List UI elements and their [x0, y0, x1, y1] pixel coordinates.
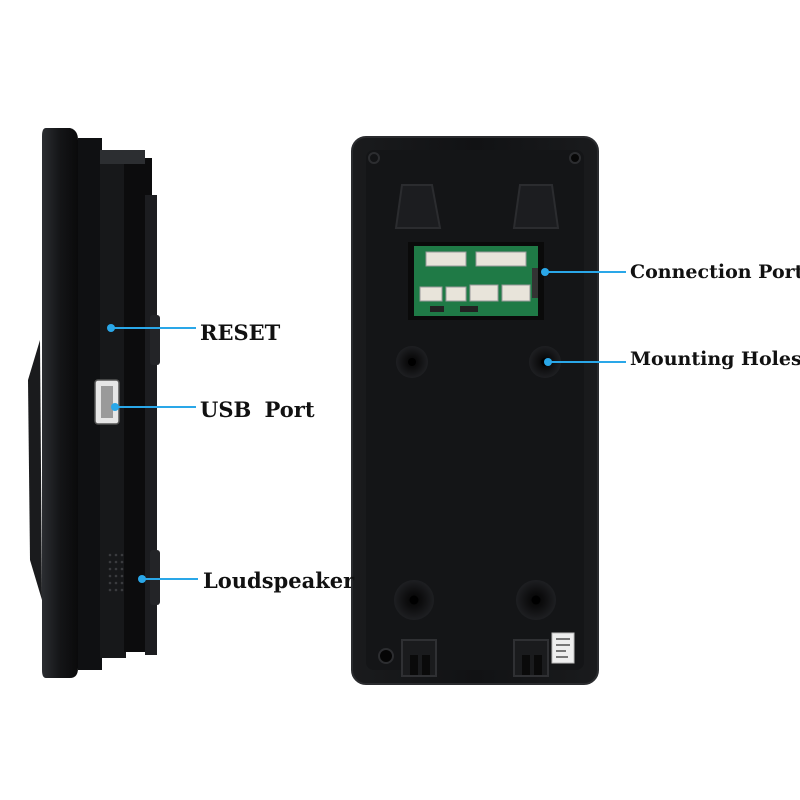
usb-port-tongue: [101, 386, 113, 418]
top-hook-right: [512, 184, 560, 229]
loudspeaker-dot: [138, 575, 146, 583]
device-side-view: [28, 128, 160, 678]
connection-port-label: Connection Port: [630, 261, 800, 283]
connector-blocks: [419, 251, 538, 312]
loudspeaker-label: Loudspeaker: [203, 568, 355, 593]
side-lower-bump: [150, 550, 160, 605]
top-hook-left: [394, 184, 442, 229]
connection-dot: [541, 268, 549, 276]
callout-lines: [111, 271, 626, 580]
device-back-view: [351, 136, 599, 685]
usb-dot: [111, 403, 119, 411]
usb-port-label: USB Port: [200, 397, 315, 422]
bottom-clip-left: [401, 639, 437, 677]
side-bottom-wedge: [28, 340, 42, 600]
serial-sticker: [551, 632, 575, 664]
side-upper-bump: [150, 315, 160, 365]
screw-top-left: [368, 152, 380, 164]
side-top-lip: [100, 150, 145, 164]
side-front-plate: [42, 128, 78, 678]
reset-label: RESET: [200, 320, 281, 345]
screw-bottom-left: [378, 648, 394, 664]
mounting-dot: [544, 358, 552, 366]
reset-dot: [107, 324, 115, 332]
loudspeaker-grille: [108, 553, 124, 592]
mounting-holes-label: Mounting Holes: [630, 348, 800, 370]
side-back-strip: [145, 195, 157, 655]
screw-top-right: [569, 152, 581, 164]
bottom-clip-right: [513, 639, 549, 677]
callout-dots: [107, 268, 552, 583]
